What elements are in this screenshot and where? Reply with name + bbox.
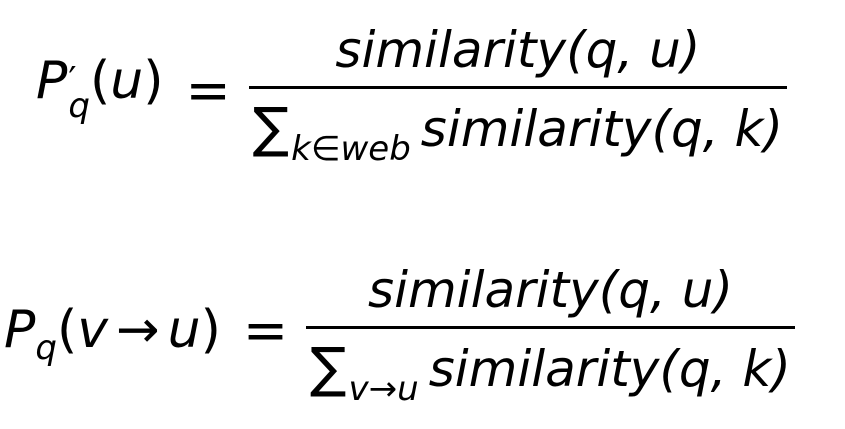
equation1-subscript: q <box>68 86 90 127</box>
equation2-lhs: P q ( v → u ) <box>4 300 221 365</box>
equation2-arrow: → <box>116 300 160 361</box>
equation2-numerator: similarity(q, u) <box>368 261 733 319</box>
equation2-equals: = <box>242 298 289 362</box>
equation2-denominator-group: ∑ v→u similarity(q, k) <box>306 335 795 408</box>
equation1-argument: u <box>110 51 144 112</box>
equation2-symbol: P <box>4 300 36 361</box>
equation2-open-paren: ( <box>56 300 78 361</box>
equation-transition-probability: P q ( v → u ) = similarity(q, u) ∑ v→u s… <box>4 261 795 408</box>
equation2-fraction: similarity(q, u) ∑ v→u similarity(q, k) <box>306 261 795 408</box>
equation2-sum-symbol: ∑ <box>310 335 347 399</box>
equation1-prime: ′ <box>68 60 77 102</box>
equation2-subscript: q <box>35 328 57 369</box>
equation1-lhs: P ′ q ( u ) <box>36 55 164 125</box>
equation1-symbol: P <box>36 51 68 112</box>
equation2-argument-right: u <box>167 300 201 361</box>
equation-personalized-probability: P ′ q ( u ) = similarity(q, u) ∑ k∈web s… <box>36 21 787 168</box>
equation1-numerator: similarity(q, u) <box>335 21 701 79</box>
equation1-sum-symbol: ∑ <box>252 95 290 159</box>
equation1-close-paren: ) <box>143 51 164 112</box>
equation2-fraction-bar <box>306 325 795 329</box>
equation1-fraction-bar <box>248 85 787 89</box>
equation1-denominator: similarity(q, k) <box>420 99 783 158</box>
equation2-denominator: similarity(q, k) <box>428 339 791 398</box>
equation2-argument-left: v <box>77 300 109 361</box>
equation1-open-paren: ( <box>89 51 111 112</box>
equation1-prime-and-subscript: ′ q <box>68 63 90 127</box>
equation1-fraction: similarity(q, u) ∑ k∈web similarity(q, k… <box>248 21 787 168</box>
equation2-close-paren: ) <box>200 300 221 361</box>
equation1-denominator-group: ∑ k∈web similarity(q, k) <box>249 95 787 168</box>
equation1-equals: = <box>185 58 231 122</box>
equation1-sum-subscript: k∈web <box>291 128 411 169</box>
equation2-sum-subscript: v→u <box>348 368 419 409</box>
